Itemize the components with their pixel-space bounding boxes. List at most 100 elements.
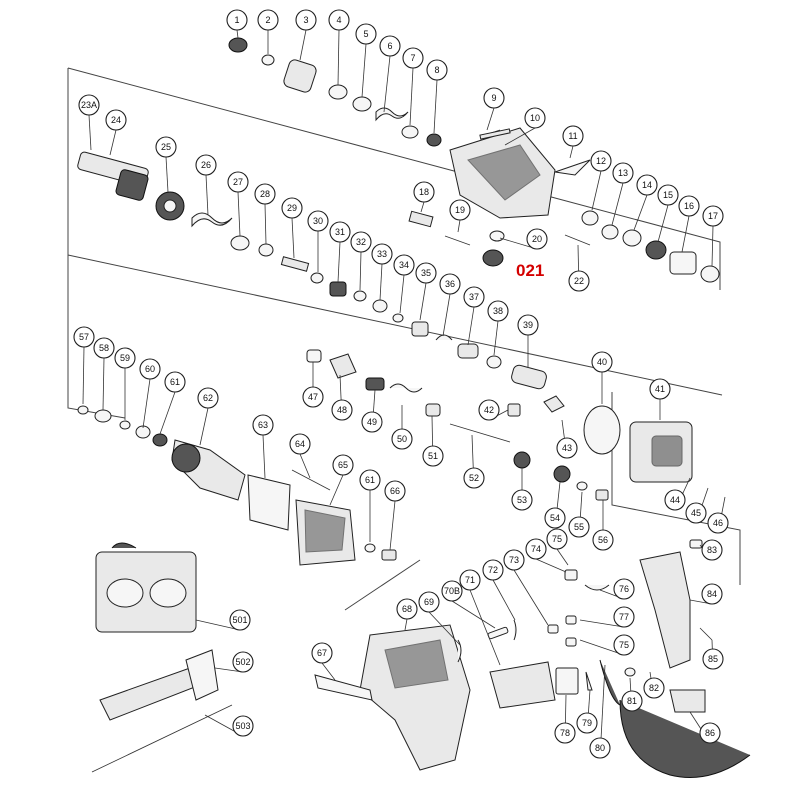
callout-number: 13 [618,168,628,178]
callout-circle [402,47,424,69]
callout-number: 18 [419,187,429,197]
callout-circle [589,737,611,759]
callout-circle [289,433,311,455]
callout-circle [393,254,415,276]
callout-leader [237,191,241,237]
callout-number: 16 [684,201,694,211]
callout-circle [554,722,576,744]
callout-number: 29 [287,203,297,213]
callout-circle [379,35,401,57]
callout-number: 67 [317,648,327,658]
callout-circle [311,642,333,664]
callout-leader [299,29,307,61]
callout-circle [415,262,437,284]
callout-circle [517,314,539,336]
callout-leader [591,170,602,211]
callout-circle [592,529,614,551]
callout-leader [420,201,425,213]
callout-circle [568,516,590,538]
callout-number: 6 [387,41,392,51]
callout-number: 57 [79,332,89,342]
callout-leader [442,293,451,337]
callout-number: 50 [397,434,407,444]
callout-circle [105,109,127,131]
callout-number: 48 [337,405,347,415]
callout-circle [441,580,463,602]
callout-leader [535,558,567,573]
callout-leader [657,204,669,243]
callout-circle [257,9,279,31]
callout-number: 73 [509,555,519,565]
callout-number: 66 [390,486,400,496]
callout-number: 61 [170,377,180,387]
callout-leader [102,357,105,411]
callout-leader [321,662,336,681]
callout-number: 72 [488,565,498,575]
callout-number: 9 [491,93,496,103]
callout-circle [701,583,723,605]
callout-number: 38 [493,306,503,316]
callout-number: 30 [313,216,323,226]
callout-number: 31 [335,227,345,237]
callout-number: 26 [201,160,211,170]
callout-leader [337,241,341,283]
callout-circle [590,150,612,172]
callout-circle [418,591,440,613]
callout-circle [678,195,700,217]
callout-number: 2 [265,15,270,25]
callout-number: 32 [356,237,366,247]
callout-number: 40 [597,357,607,367]
callout-number: 62 [203,393,213,403]
callout-circle [483,87,505,109]
callout-leader [361,43,367,98]
callout-circle [350,231,372,253]
callout-circle [384,480,406,502]
callout-number: 68 [402,604,412,614]
callout-number: 54 [550,513,560,523]
callout-circle [226,9,248,31]
callout-number: 35 [421,268,431,278]
callout-leader [195,619,241,631]
callout-leader [504,127,536,146]
callout-number: 502 [235,657,250,667]
callout-number: 83 [707,545,717,555]
callout-number: 82 [649,683,659,693]
callout-number: 81 [627,696,637,706]
callout-number: 5 [363,29,368,39]
callout-circle [664,489,686,511]
callout-number: 75 [552,534,562,544]
callout-number: 52 [469,473,479,483]
callout-number: 69 [424,597,434,607]
callout-circle [93,337,115,359]
callout-circle [526,228,548,250]
callout-circle [332,454,354,476]
callout-number: 75 [619,640,629,650]
callout-leader [142,378,151,429]
callout-circle [155,136,177,158]
callout-leader [451,600,496,629]
callout-number: 15 [663,190,673,200]
callout-leader [399,274,405,314]
callout-circle [463,467,485,489]
callout-circle [232,715,254,737]
callout-leader [199,407,209,446]
callout-number: 44 [670,495,680,505]
callout-circle [621,690,643,712]
callout-number: 71 [465,575,475,585]
callout-number: 19 [455,205,465,215]
callout-number: 47 [308,392,318,402]
callout-circle [371,243,393,265]
callout-number: 46 [713,518,723,528]
callout-number: 12 [596,156,606,166]
callout-number: 80 [595,743,605,753]
callout-circle [449,199,471,221]
callout-leader [404,618,408,631]
callout-circle [487,300,509,322]
callout-number: 10 [530,113,540,123]
callout-number: 60 [145,364,155,374]
callout-circle [544,507,566,529]
callout-circle [114,347,136,369]
callout-circle [227,171,249,193]
callout-circle [463,286,485,308]
